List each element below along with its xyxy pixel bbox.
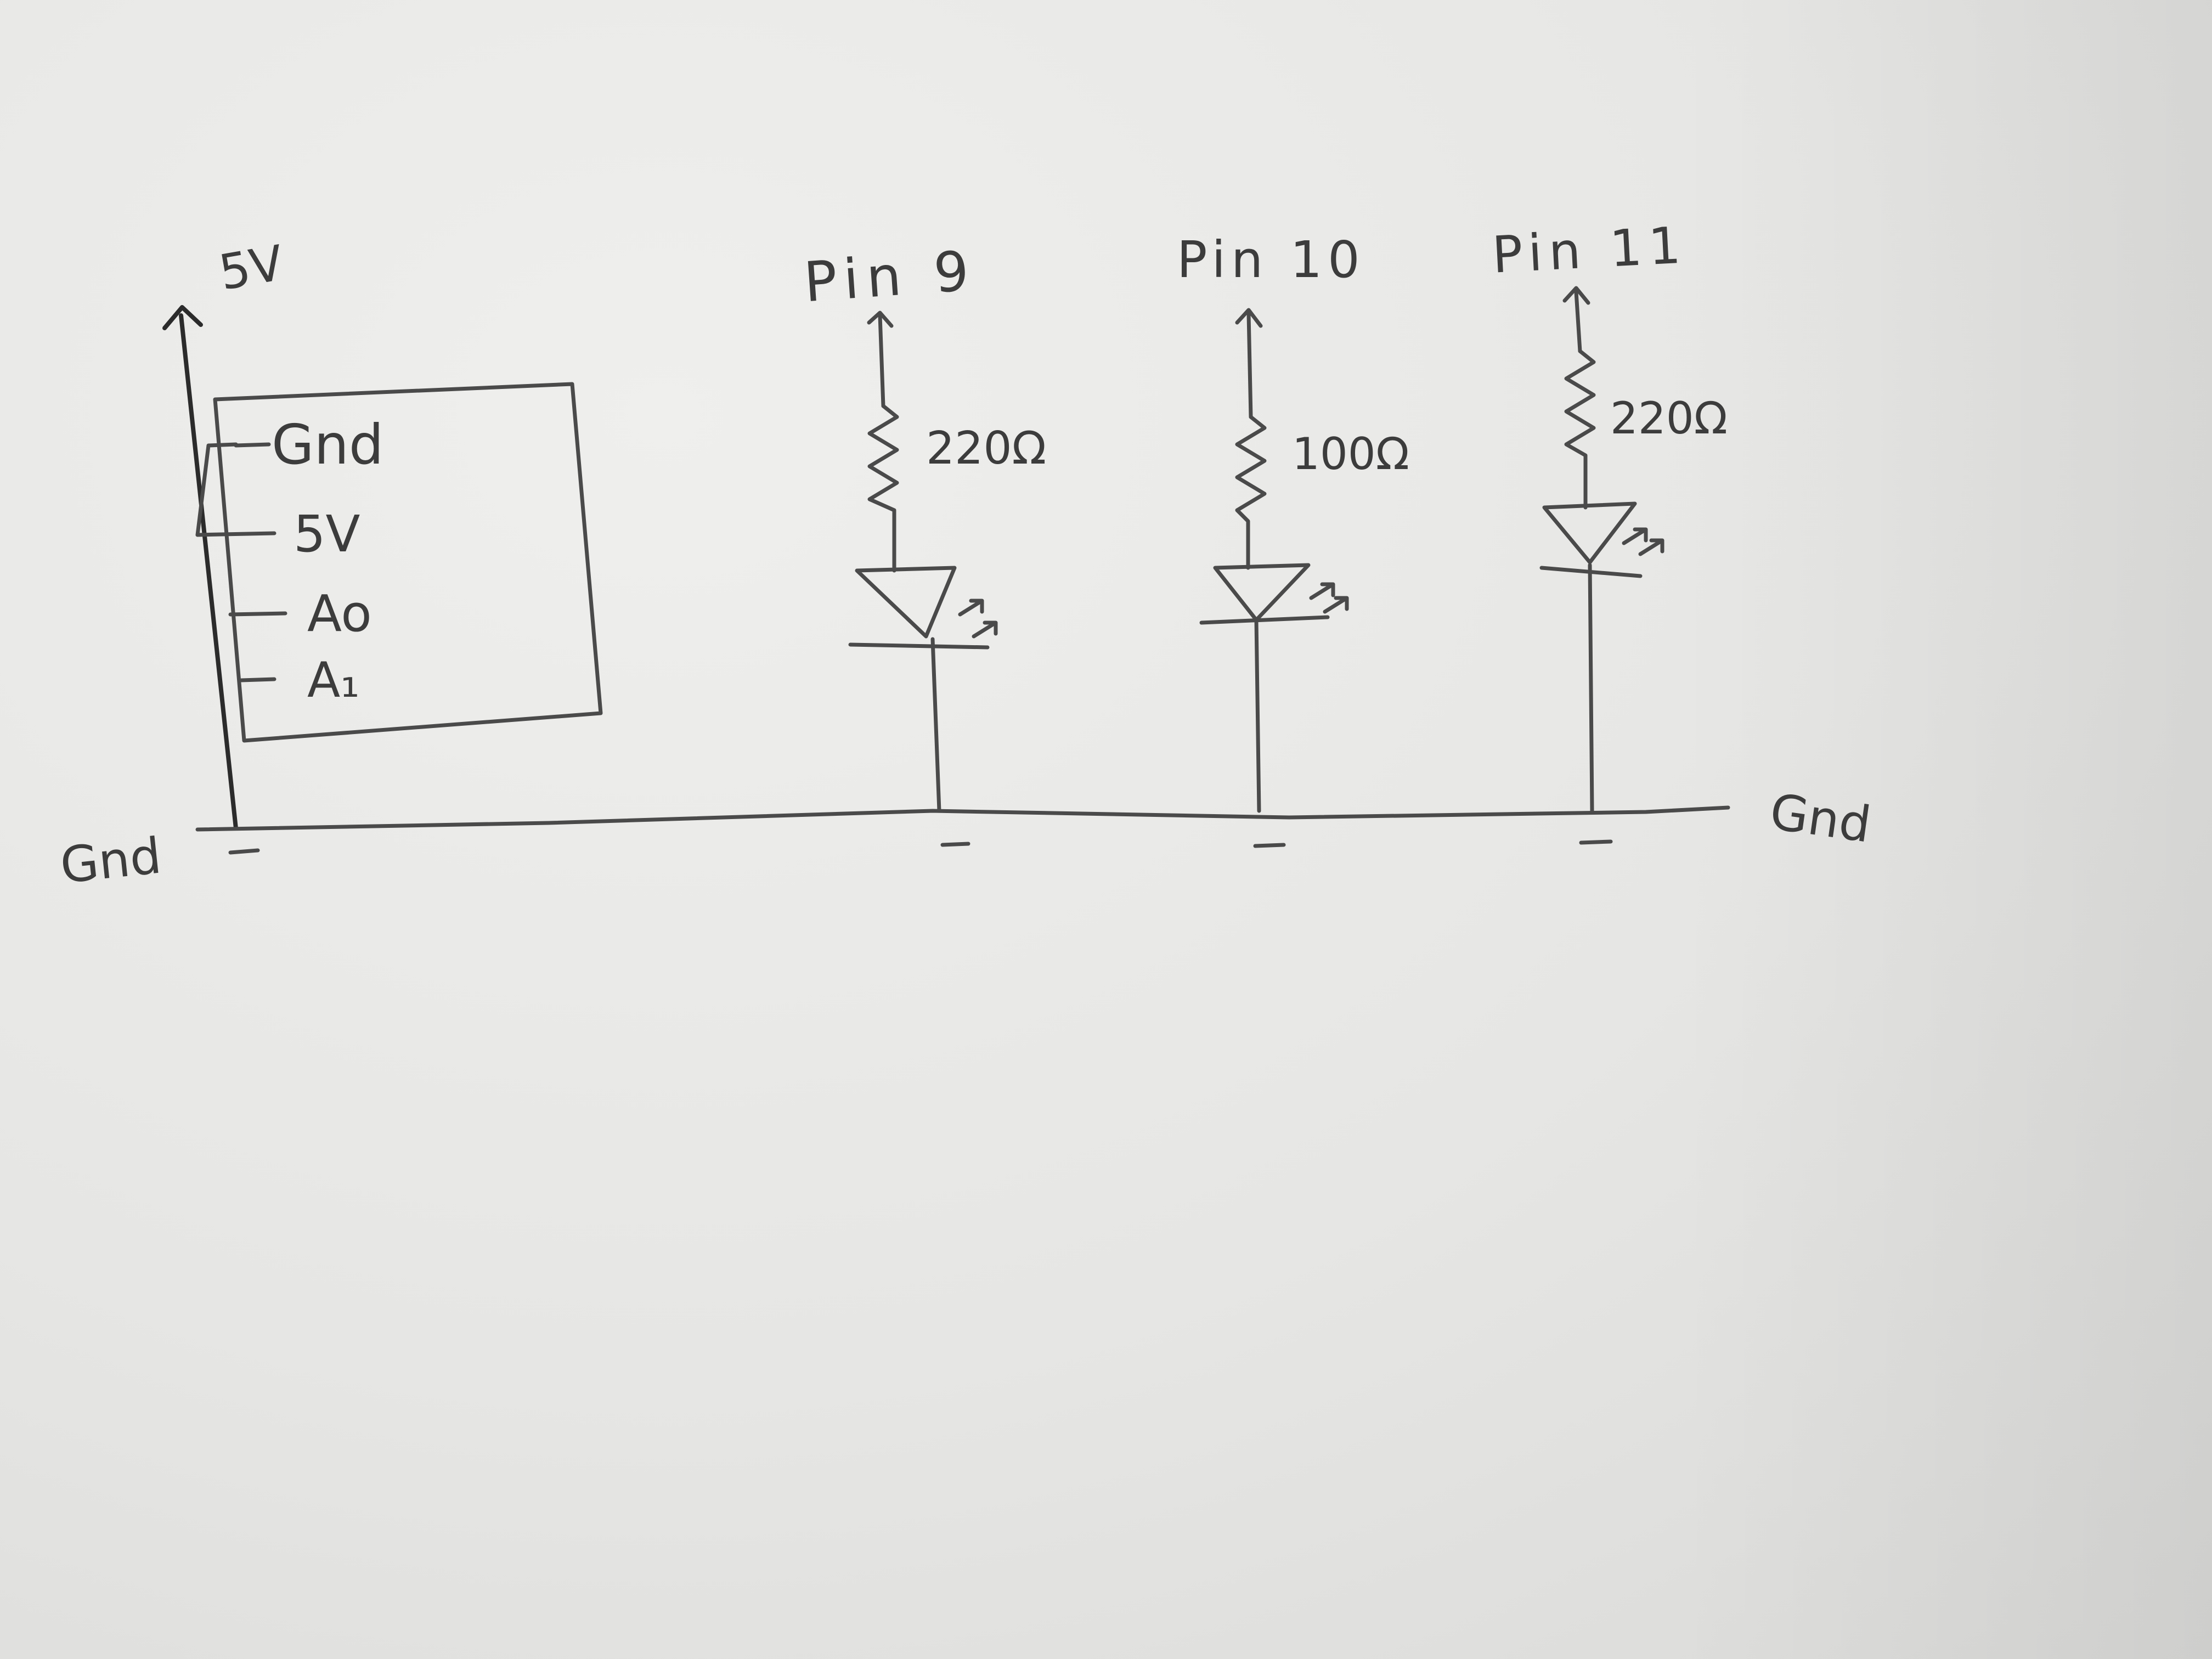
branch-3-pin-label: Pin 11 (1491, 216, 1689, 284)
pin-stub-a1 (239, 677, 276, 682)
supply-rail (162, 305, 238, 831)
ground-symbol-branch-1 (940, 842, 970, 847)
sensor-module (195, 382, 603, 743)
ground-label-right: Gnd (1767, 783, 1875, 854)
ground-symbol-branch-3 (1579, 839, 1613, 845)
resistor-3 (1564, 349, 1596, 510)
ground-bus (195, 805, 1730, 855)
paper-shadow (1673, 0, 2212, 1659)
module-pin-a1-label: A₁ (307, 652, 359, 708)
pin-stub-gnd (234, 442, 271, 448)
led-3 (1542, 501, 1637, 565)
branch-1-resistor-label: 220Ω (926, 422, 1046, 475)
branch-pin-10 (1199, 308, 1349, 813)
supply-label: 5V (215, 234, 287, 301)
module-pin-a0-label: Ao (307, 584, 372, 643)
branch-2-pin-label: Pin 10 (1177, 230, 1365, 289)
resistor-1 (867, 404, 899, 573)
ground-symbol-branch-2 (1253, 843, 1286, 848)
branch-pin-9 (848, 311, 998, 813)
ground-label-left: Gnd (58, 827, 164, 895)
branch-3-resistor-label: 220Ω (1610, 393, 1728, 444)
resistor-2 (1235, 415, 1267, 570)
module-pin-5v-label: 5V (294, 505, 360, 563)
branch-1-pin-label: Pin 9 (802, 239, 979, 315)
branch-pin-11 (1539, 286, 1664, 813)
led-2 (1213, 563, 1311, 622)
module-pin-gnd-label: Gnd (272, 413, 383, 477)
pin-stub-a0 (228, 611, 287, 617)
branch-2-resistor-label: 100Ω (1292, 428, 1409, 479)
ground-symbol-left (228, 848, 260, 855)
led-1 (855, 566, 957, 639)
